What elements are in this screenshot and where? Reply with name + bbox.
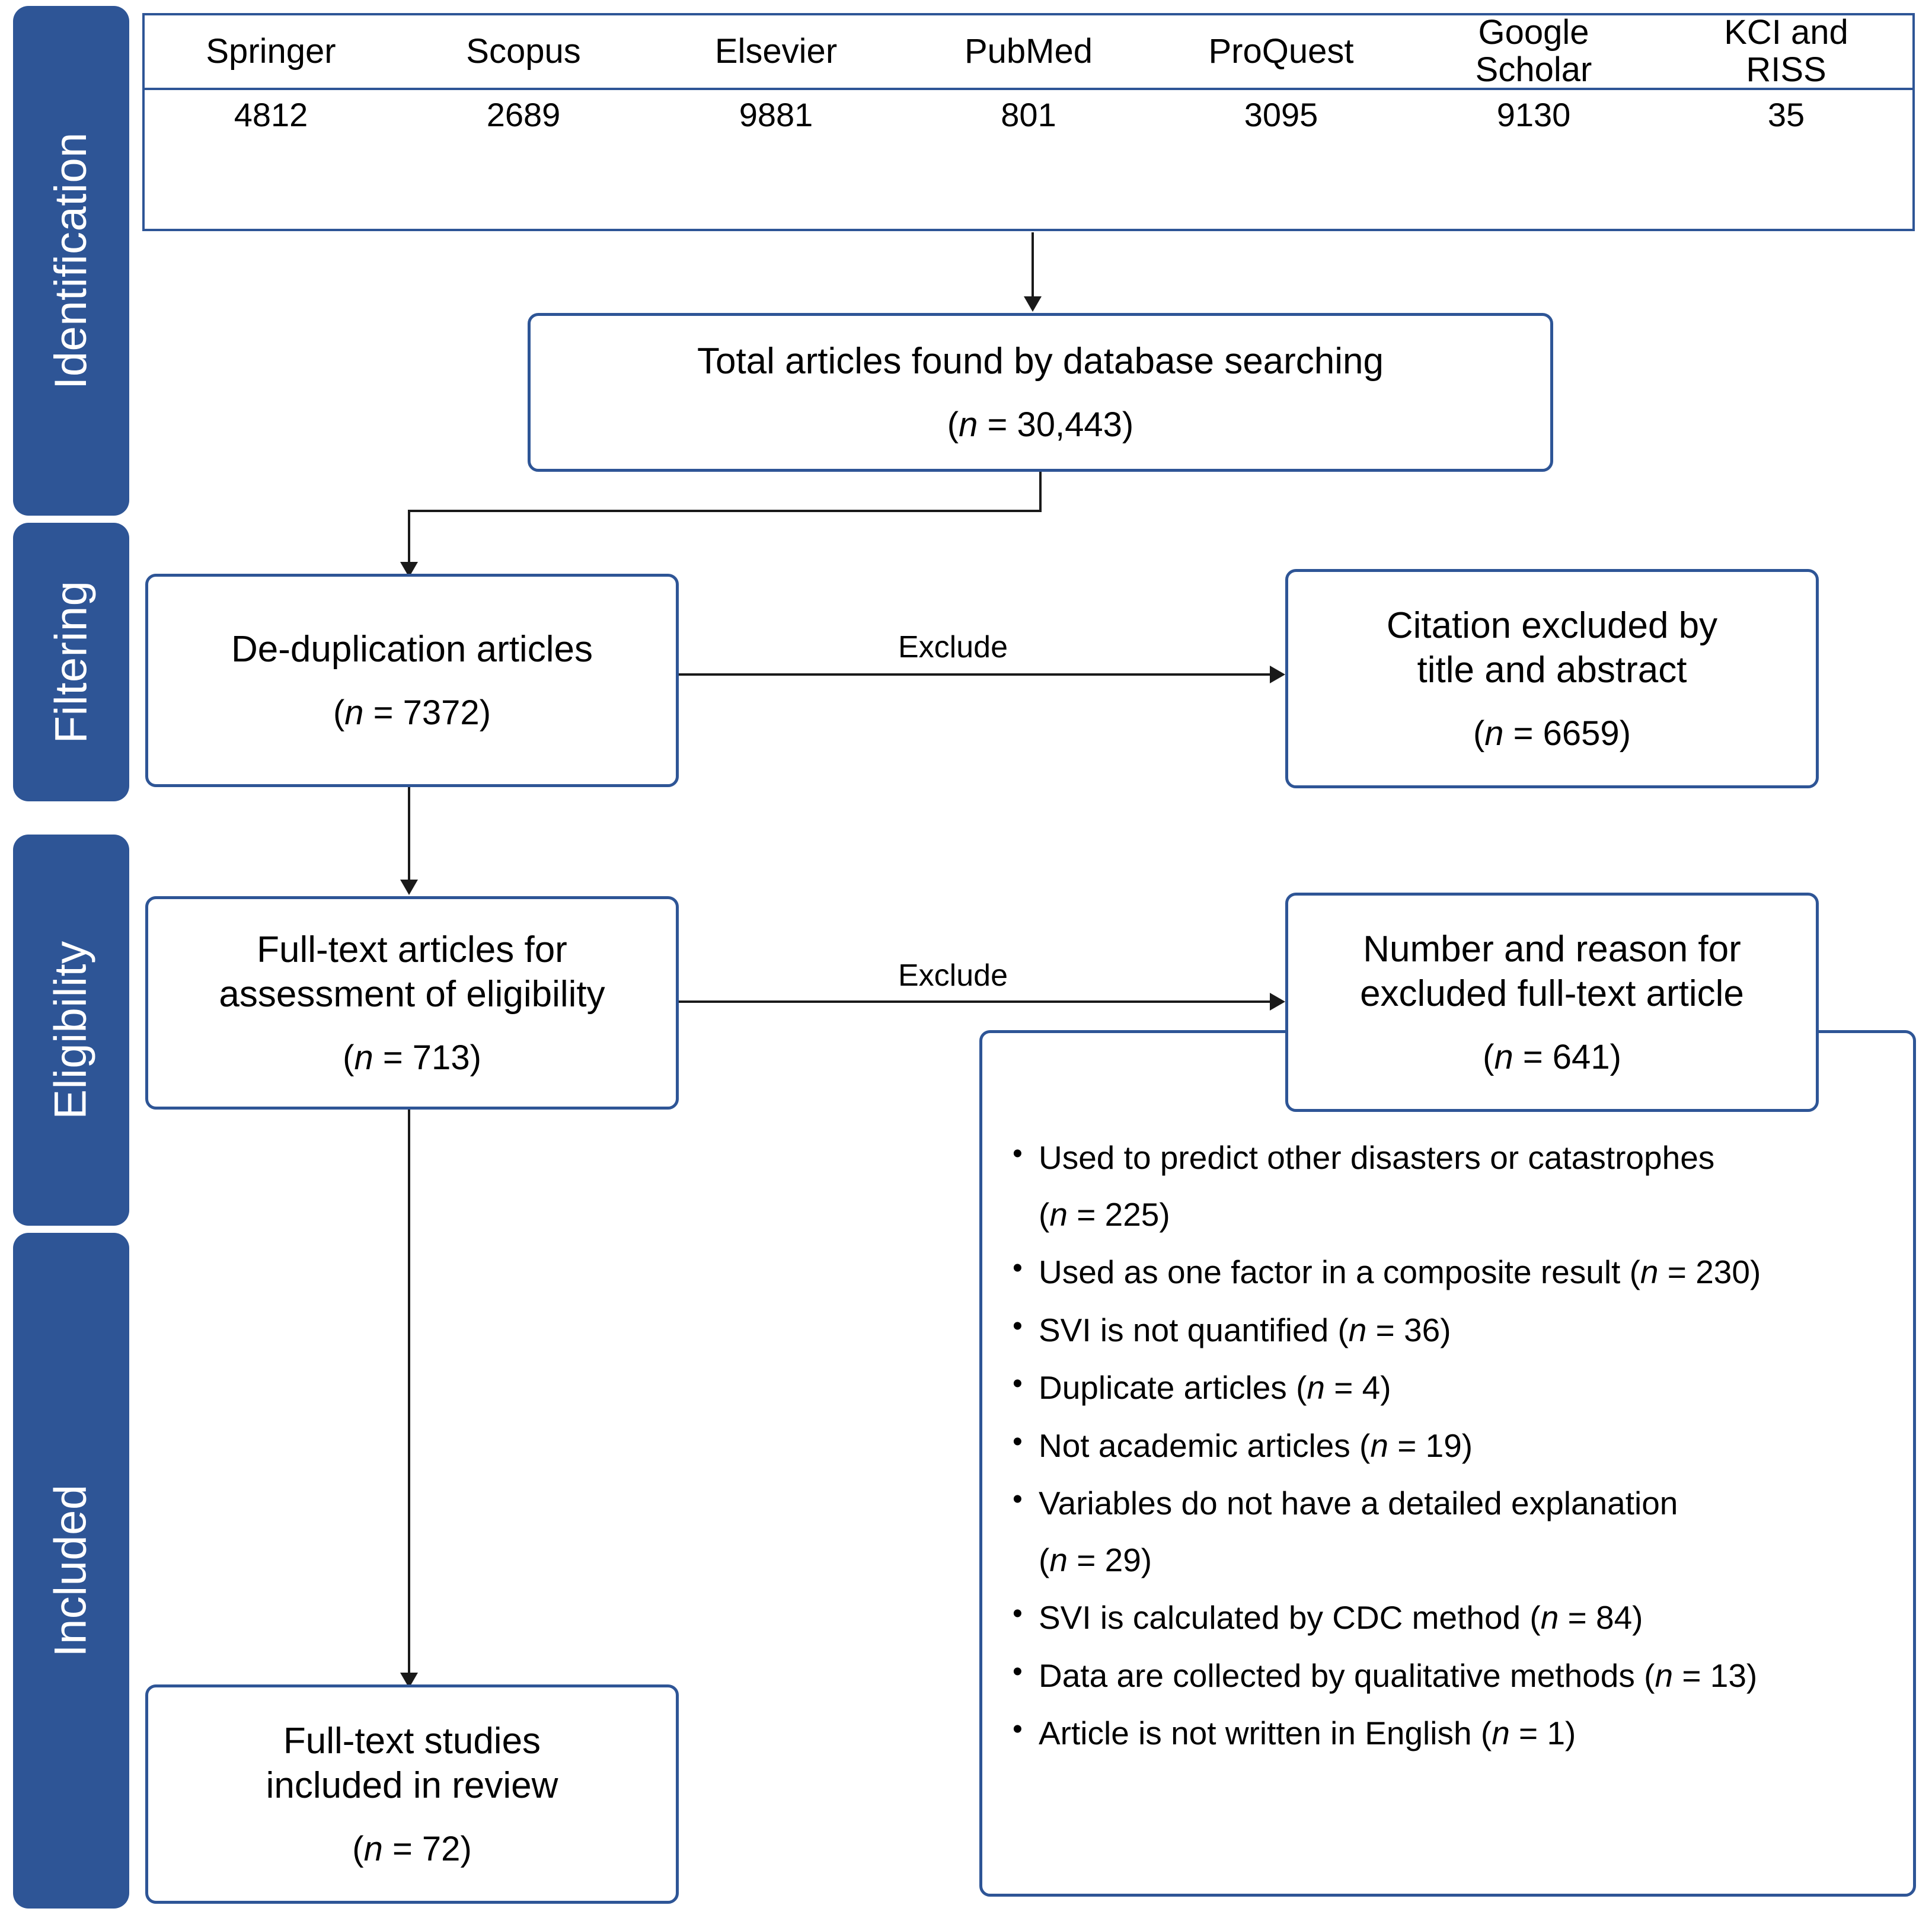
reason-text: Data are collected by qualitative method…: [1039, 1657, 1758, 1694]
node-included-studies-count: (n = 72): [352, 1829, 472, 1868]
list-item: Used as one factor in a composite result…: [1008, 1250, 1909, 1294]
connector-total-to-dedup-seg1: [1039, 472, 1042, 512]
node-excluded-reason-count-value: = 641): [1513, 1037, 1621, 1076]
node-citation-excluded-count: (n = 6659): [1473, 714, 1631, 753]
connector-dedup-to-citation-arrowhead: [1270, 666, 1285, 683]
stage-filtering-label: Filtering: [46, 580, 96, 744]
connector-total-to-dedup-seg2: [408, 510, 1042, 512]
connector-fulltext-to-excluded: [679, 1000, 1272, 1003]
list-item: Variables do not have a detailed explana…: [1008, 1481, 1909, 1581]
list-item: Not academic articles (n = 19): [1008, 1424, 1909, 1468]
node-excluded-reason-text: Number and reason for excluded full-text…: [1360, 928, 1744, 1015]
table-value-pubmed: 801: [1001, 95, 1056, 133]
reason-count: (n = 225): [1039, 1195, 1170, 1233]
node-total-articles-count-value: = 30,443): [978, 405, 1134, 445]
table-header-kci-riss: KCI and RISS: [1724, 13, 1848, 89]
list-item: Used to predict other disasters or catas…: [1008, 1136, 1909, 1236]
connector-table-to-total-arrowhead: [1024, 296, 1042, 312]
list-item: Data are collected by qualitative method…: [1008, 1654, 1909, 1698]
node-total-articles-text: Total articles found by database searchi…: [697, 341, 1384, 382]
table-value-kci-riss: 35: [1767, 95, 1805, 133]
stage-filtering: Filtering: [13, 523, 129, 801]
italic-n: n: [354, 1038, 373, 1077]
node-total-articles: Total articles found by database searchi…: [528, 313, 1553, 472]
stage-included: Included: [13, 1233, 129, 1909]
italic-n: n: [959, 405, 978, 445]
table-header-proquest: ProQuest: [1208, 31, 1354, 71]
table-value-springer: 4812: [234, 95, 308, 133]
reason-count: (n = 29): [1039, 1541, 1152, 1578]
stage-eligibility: Eligibility: [13, 835, 129, 1226]
node-included-studies-count-value: = 72): [382, 1829, 472, 1868]
node-deduplication-count: (n = 7372): [333, 693, 491, 733]
reason-text: SVI is calculated by CDC method (n = 84): [1039, 1599, 1643, 1636]
connector-fulltext-to-excluded-arrowhead: [1270, 993, 1285, 1011]
node-fulltext-assessment: Full-text articles for assessment of eli…: [145, 896, 679, 1110]
stage-identification-label: Identification: [46, 132, 97, 389]
node-citation-excluded-text: Citation excluded by title and abstract: [1386, 605, 1718, 691]
table-header-scopus: Scopus: [466, 31, 581, 71]
node-citation-excluded: Citation excluded by title and abstract …: [1285, 569, 1819, 788]
excluded-reasons-list: Used to predict other disasters or catas…: [1008, 1136, 1909, 1770]
list-item: SVI is not quantified (n = 36): [1008, 1308, 1909, 1352]
connector-fulltext-to-included: [408, 1110, 410, 1679]
edge-label-exclude-2: Exclude: [898, 958, 1008, 993]
reason-text: SVI is not quantified (n = 36): [1039, 1311, 1451, 1348]
node-included-studies-text: Full-text studies included in review: [266, 1720, 558, 1807]
node-deduplication-text: De-duplication articles: [231, 629, 593, 670]
node-citation-excluded-count-value: = 6659): [1503, 714, 1631, 753]
table-values-row: 4812 2689 9881 801 3095 9130 35: [145, 90, 1912, 140]
edge-label-exclude-1: Exclude: [898, 630, 1008, 664]
list-item: SVI is calculated by CDC method (n = 84): [1008, 1596, 1909, 1639]
node-excluded-reason: Number and reason for excluded full-text…: [1285, 893, 1819, 1112]
table-header-pubmed: PubMed: [964, 31, 1093, 71]
table-header-google-scholar: Google Scholar: [1475, 13, 1592, 89]
connector-dedup-to-fulltext-arrowhead: [400, 880, 418, 895]
italic-n: n: [363, 1829, 383, 1868]
node-deduplication: De-duplication articles (n = 7372): [145, 574, 679, 787]
connector-table-to-total: [1032, 232, 1034, 302]
list-item: Duplicate articles (n = 4): [1008, 1366, 1909, 1409]
node-fulltext-assessment-count: (n = 713): [343, 1038, 481, 1077]
stage-eligibility-label: Eligibility: [46, 941, 96, 1120]
node-total-articles-count: (n = 30,443): [947, 405, 1134, 445]
node-deduplication-count-value: = 7372): [363, 693, 491, 733]
table-value-scopus: 2689: [486, 95, 561, 133]
italic-n: n: [1484, 714, 1504, 753]
reason-text: Article is not written in English (n = 1…: [1039, 1715, 1576, 1751]
stage-included-label: Included: [46, 1484, 96, 1657]
connector-dedup-to-fulltext: [408, 787, 410, 885]
connector-dedup-to-citation: [679, 673, 1272, 676]
reason-text: Used as one factor in a composite result…: [1039, 1254, 1761, 1290]
italic-n: n: [1494, 1037, 1513, 1076]
table-header-row: Springer Scopus Elsevier PubMed ProQuest…: [145, 13, 1912, 90]
reason-text: Duplicate articles (n = 4): [1039, 1369, 1391, 1406]
table-header-elsevier: Elsevier: [714, 31, 838, 71]
source-database-table: Springer Scopus Elsevier PubMed ProQuest…: [142, 13, 1915, 231]
connector-total-to-dedup-seg3: [408, 510, 410, 568]
table-value-google-scholar: 9130: [1496, 95, 1571, 133]
node-fulltext-assessment-count-value: = 713): [373, 1038, 481, 1077]
node-fulltext-assessment-text: Full-text articles for assessment of eli…: [219, 929, 605, 1015]
node-included-studies: Full-text studies included in review (n …: [145, 1684, 679, 1904]
reason-text: Used to predict other disasters or catas…: [1039, 1139, 1715, 1176]
stage-identification: Identification: [13, 6, 129, 516]
table-header-springer: Springer: [206, 31, 336, 71]
reason-text: Not academic articles (n = 19): [1039, 1427, 1473, 1464]
reason-text: Variables do not have a detailed explana…: [1039, 1485, 1678, 1521]
table-value-proquest: 3095: [1244, 95, 1318, 133]
table-value-elsevier: 9881: [739, 95, 813, 133]
italic-n: n: [344, 693, 364, 733]
list-item: Article is not written in English (n = 1…: [1008, 1711, 1909, 1755]
node-excluded-reason-count: (n = 641): [1483, 1037, 1621, 1076]
